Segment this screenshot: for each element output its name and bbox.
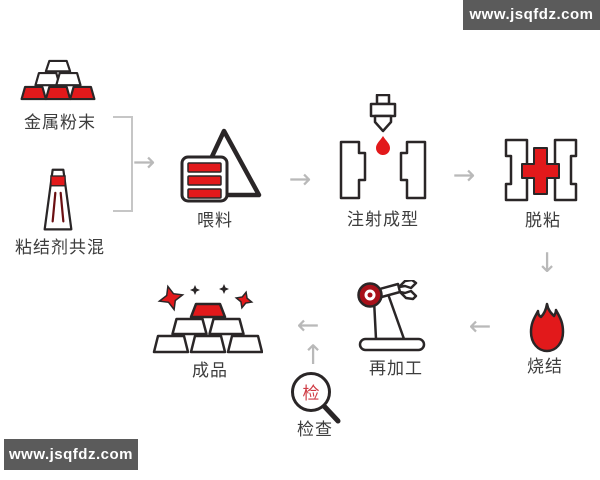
finished-ingots-icon [151, 284, 263, 354]
debinding-mold-icon [503, 138, 579, 202]
arrow-debinding-to-sintering: ↓ [535, 248, 559, 279]
sintering-label: 烧结 [527, 357, 563, 376]
arrow-merge-to-feedstock: → [132, 147, 156, 178]
reprocessing-label: 再加工 [369, 359, 423, 378]
arrow-sintering-to-reprocessing: ← [468, 311, 492, 342]
watermark-bottom-left: www.jsqfdz.com [4, 439, 138, 470]
debinding-label: 脱粘 [525, 211, 561, 230]
metal-powder-label: 金属粉末 [24, 113, 96, 132]
flame-icon [525, 302, 569, 354]
arrow-reprocessing-to-finished: ← [296, 310, 320, 341]
injection-molding-label: 注射成型 [347, 210, 419, 229]
merge-bracket [113, 116, 133, 212]
feedstock-label: 喂料 [197, 211, 233, 230]
feedstock-hopper-icon [180, 126, 264, 204]
arrow-injection-to-debinding: → [452, 160, 476, 191]
inspection-lens-character: 检 [303, 384, 320, 403]
binder-blend-label: 粘结剂共混 [15, 238, 105, 257]
robot-arm-icon [352, 280, 436, 352]
magnifier-icon: 检 [289, 370, 345, 428]
ingot-stack-icon [19, 58, 97, 102]
finished-product-label: 成品 [192, 361, 228, 380]
injection-mold-icon [339, 94, 427, 202]
arrow-feedstock-to-injection: → [288, 164, 312, 195]
binder-bottle-icon [42, 166, 74, 234]
watermark-top-right: www.jsqfdz.com [463, 0, 600, 30]
inspection-label: 检查 [297, 420, 333, 439]
arrow-inspection-up: ↑ [301, 340, 325, 371]
